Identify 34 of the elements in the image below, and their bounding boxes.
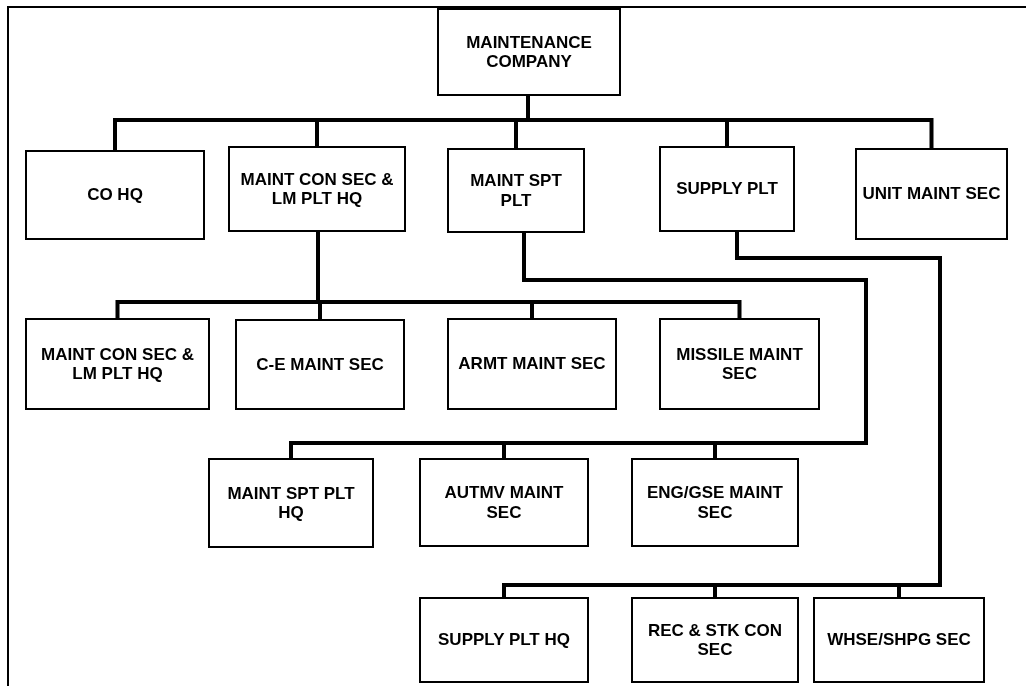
unit-name: C-E MAINT SEC: [256, 355, 384, 374]
unit-name: REC & STK CON SEC: [646, 620, 784, 660]
org-unit-box: [437, 8, 621, 96]
unit-name: ENG/GSE MAINT SEC: [646, 483, 784, 522]
org-unit-box: [25, 150, 205, 240]
org-unit-box: [855, 148, 1008, 240]
unit-name: WHSE/SHPG SEC: [827, 630, 971, 650]
connector-line: [316, 232, 742, 318]
unit-name: MAINT CON SEC & LM PLT HQ: [40, 344, 195, 384]
org-unit-box: [659, 318, 820, 410]
org-unit-box: [235, 319, 405, 410]
unit-name: SUPPLY PLT: [676, 179, 778, 199]
org-unit-box: [659, 146, 795, 232]
unit-name: MAINTENANCE COMPANY: [465, 32, 593, 72]
unit-name: CO HQ: [87, 185, 143, 205]
org-unit-box: [813, 597, 985, 683]
unit-name: MAINT SPT PLT HQ: [226, 483, 356, 523]
org-unit-box: [228, 146, 406, 232]
org-unit-box: [419, 458, 589, 547]
unit-name: SUPPLY PLT HQ: [438, 630, 570, 650]
org-unit-box: [447, 318, 617, 410]
org-unit-box: [419, 597, 589, 683]
org-unit-box: [631, 597, 799, 683]
org-unit-box: [25, 318, 210, 410]
unit-name: UNIT MAINT SEC: [862, 184, 1001, 204]
org-unit-box: [447, 148, 585, 233]
connector-line: [526, 96, 934, 148]
org-unit-box: [631, 458, 799, 547]
unit-name: AUTMV MAINT SEC: [443, 483, 565, 522]
unit-name: ARMT MAINT SEC: [458, 354, 606, 374]
org-unit-box: [208, 458, 374, 548]
unit-name: MAINT CON SEC & LM PLT HQ: [239, 169, 395, 209]
unit-name: MAINT SPT PLT: [469, 171, 563, 210]
unit-name: MISSILE MAINT SEC: [675, 344, 804, 384]
